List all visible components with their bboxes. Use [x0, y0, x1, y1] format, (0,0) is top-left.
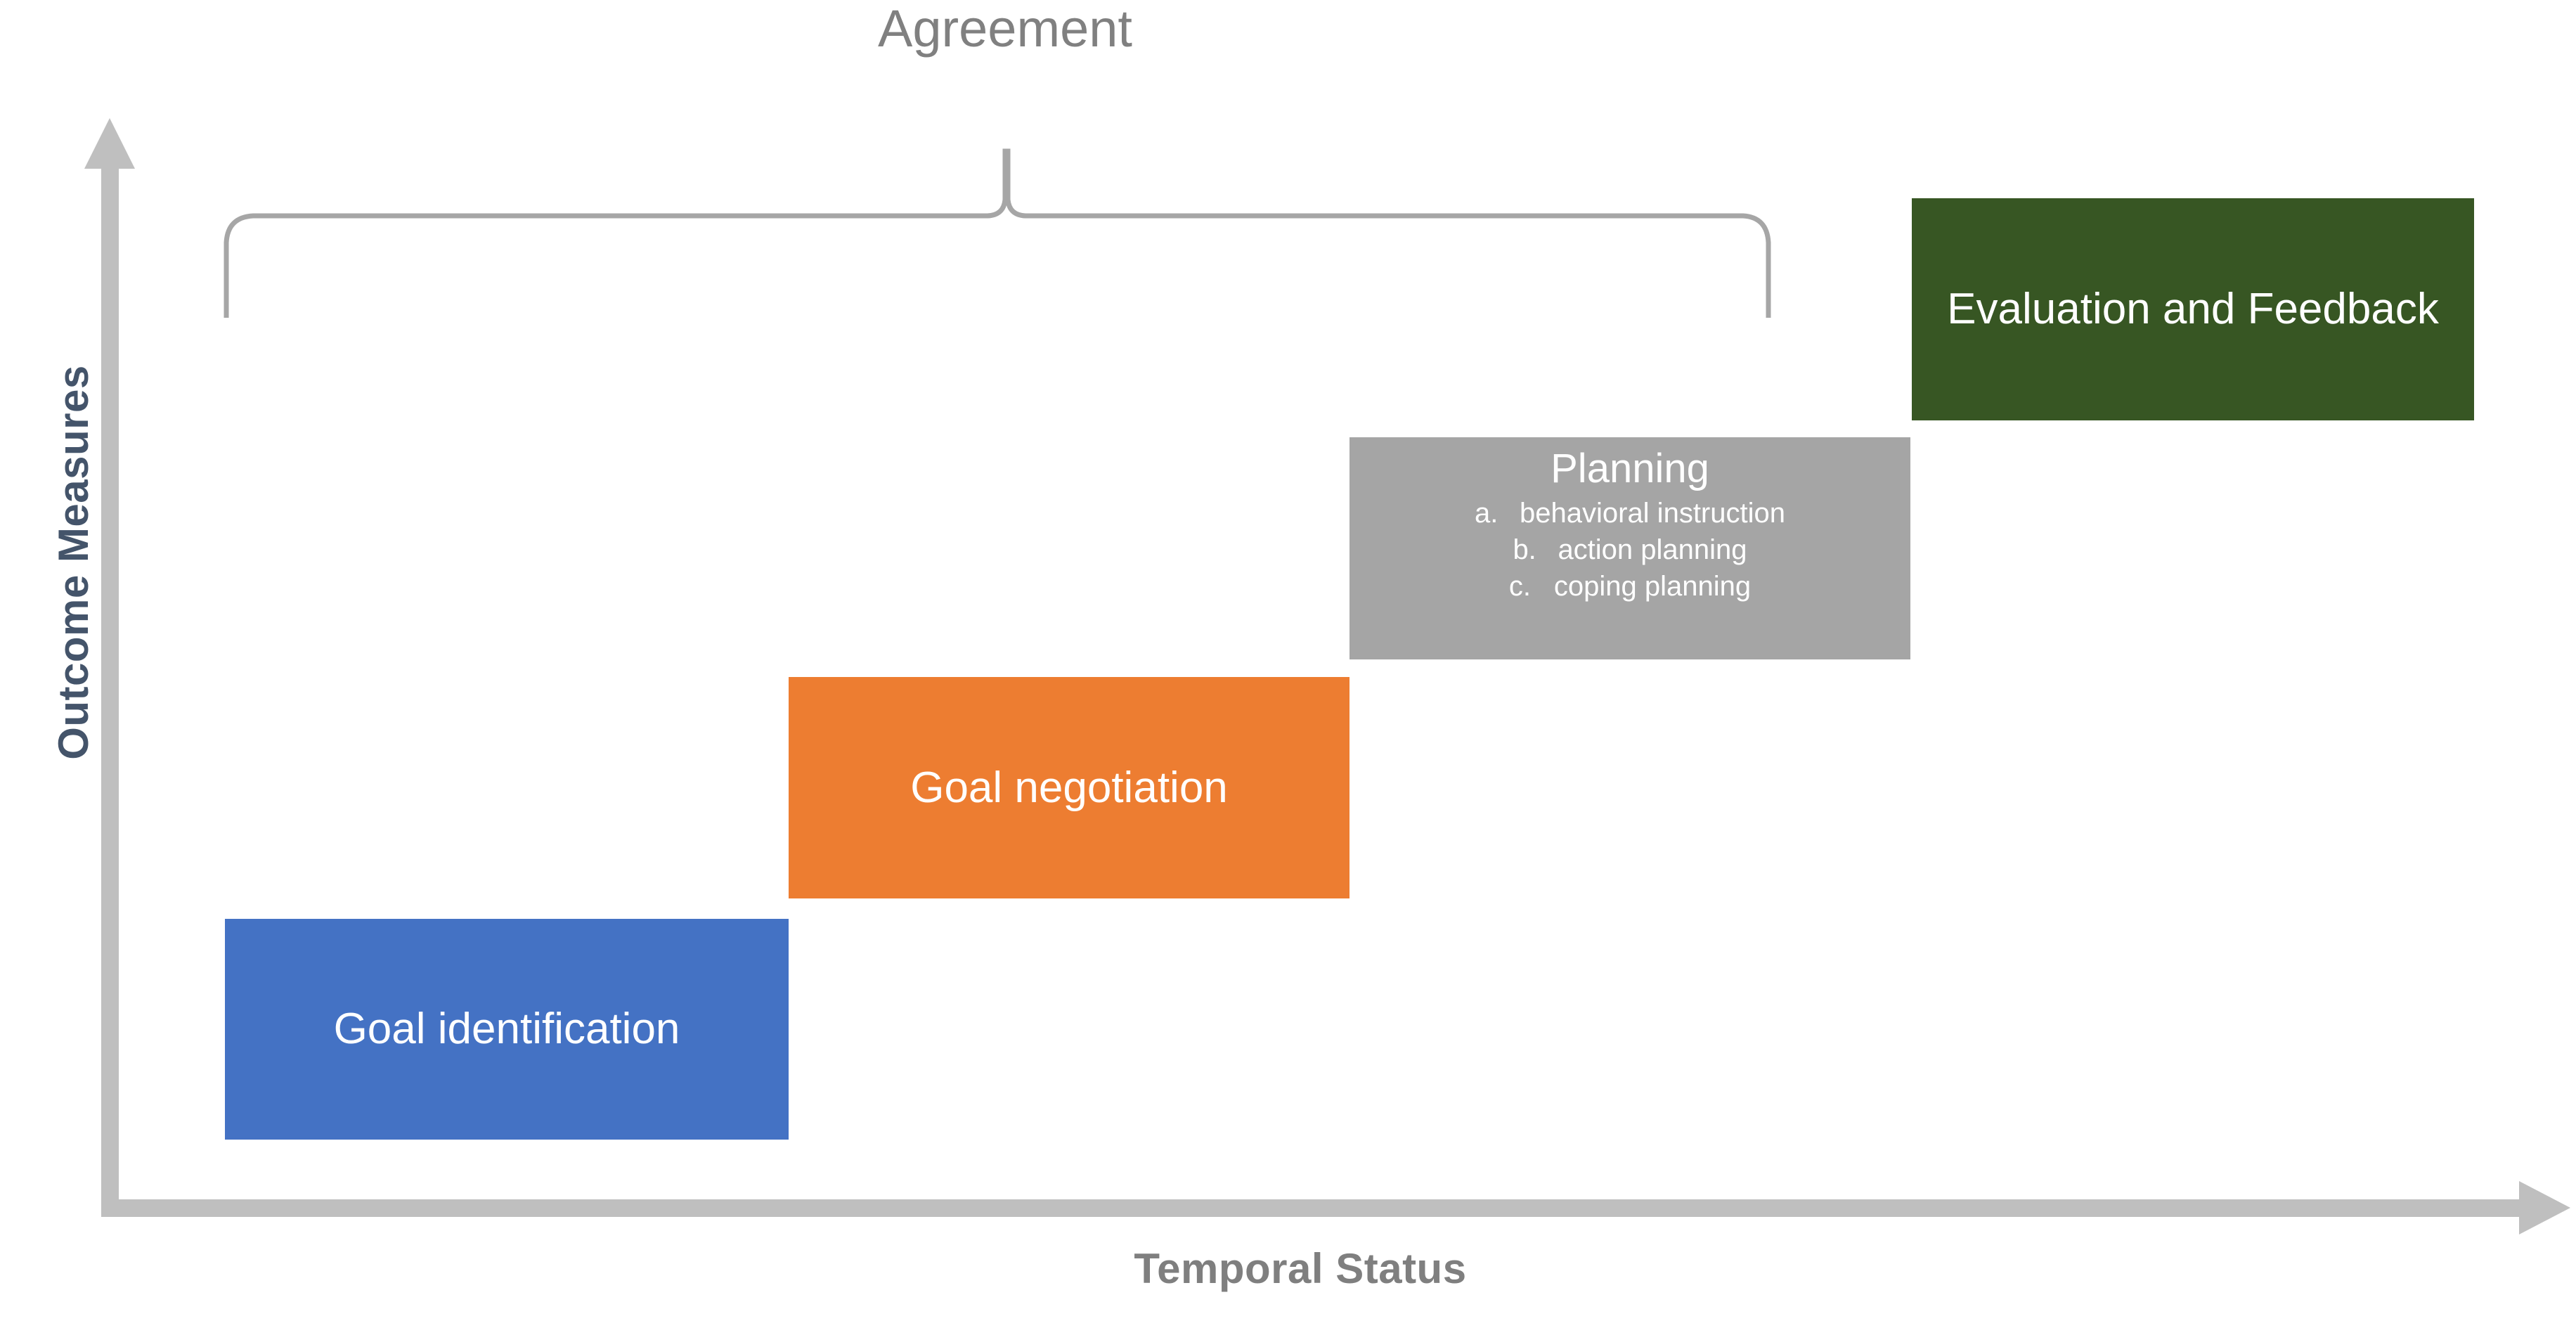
stage-title-goal-negotiation: Goal negotiation: [910, 763, 1228, 812]
stage-title-evaluation-and-feedback: Evaluation and Feedback: [1947, 285, 2439, 333]
curly-brace-icon: [224, 148, 1771, 318]
stage-title-goal-identification: Goal identification: [333, 1005, 680, 1053]
planning-sub-item: a. behavioral instruction: [1475, 495, 1785, 531]
y-axis-arrow-icon: [84, 118, 135, 1216]
stage-box-planning[interactable]: Planning a. behavioral instruction b. ac…: [1350, 437, 1910, 659]
planning-sub-marker: b.: [1513, 534, 1536, 565]
planning-sub-marker: c.: [1508, 571, 1531, 602]
agreement-label: Agreement: [878, 0, 1132, 58]
x-axis-title: Temporal Status: [1134, 1245, 1467, 1292]
stage-title-planning: Planning: [1551, 446, 1709, 491]
planning-sub-text: action planning: [1558, 534, 1747, 565]
planning-sub-text: behavioral instruction: [1520, 498, 1785, 529]
planning-sub-item: c. coping planning: [1475, 568, 1785, 605]
planning-sub-item: b. action planning: [1475, 531, 1785, 568]
planning-sub-text: coping planning: [1553, 571, 1752, 602]
stage-box-goal-negotiation[interactable]: Goal negotiation: [789, 677, 1350, 898]
stage-box-evaluation-and-feedback[interactable]: Evaluation and Feedback: [1912, 198, 2474, 420]
y-axis-title: Outcome Measures: [50, 365, 97, 760]
planning-sub-marker: a.: [1475, 498, 1499, 529]
x-axis-arrow-icon: [101, 1181, 2570, 1234]
stage-box-goal-identification[interactable]: Goal identification: [225, 919, 789, 1140]
planning-sub-list: a. behavioral instruction b. action plan…: [1475, 495, 1785, 605]
